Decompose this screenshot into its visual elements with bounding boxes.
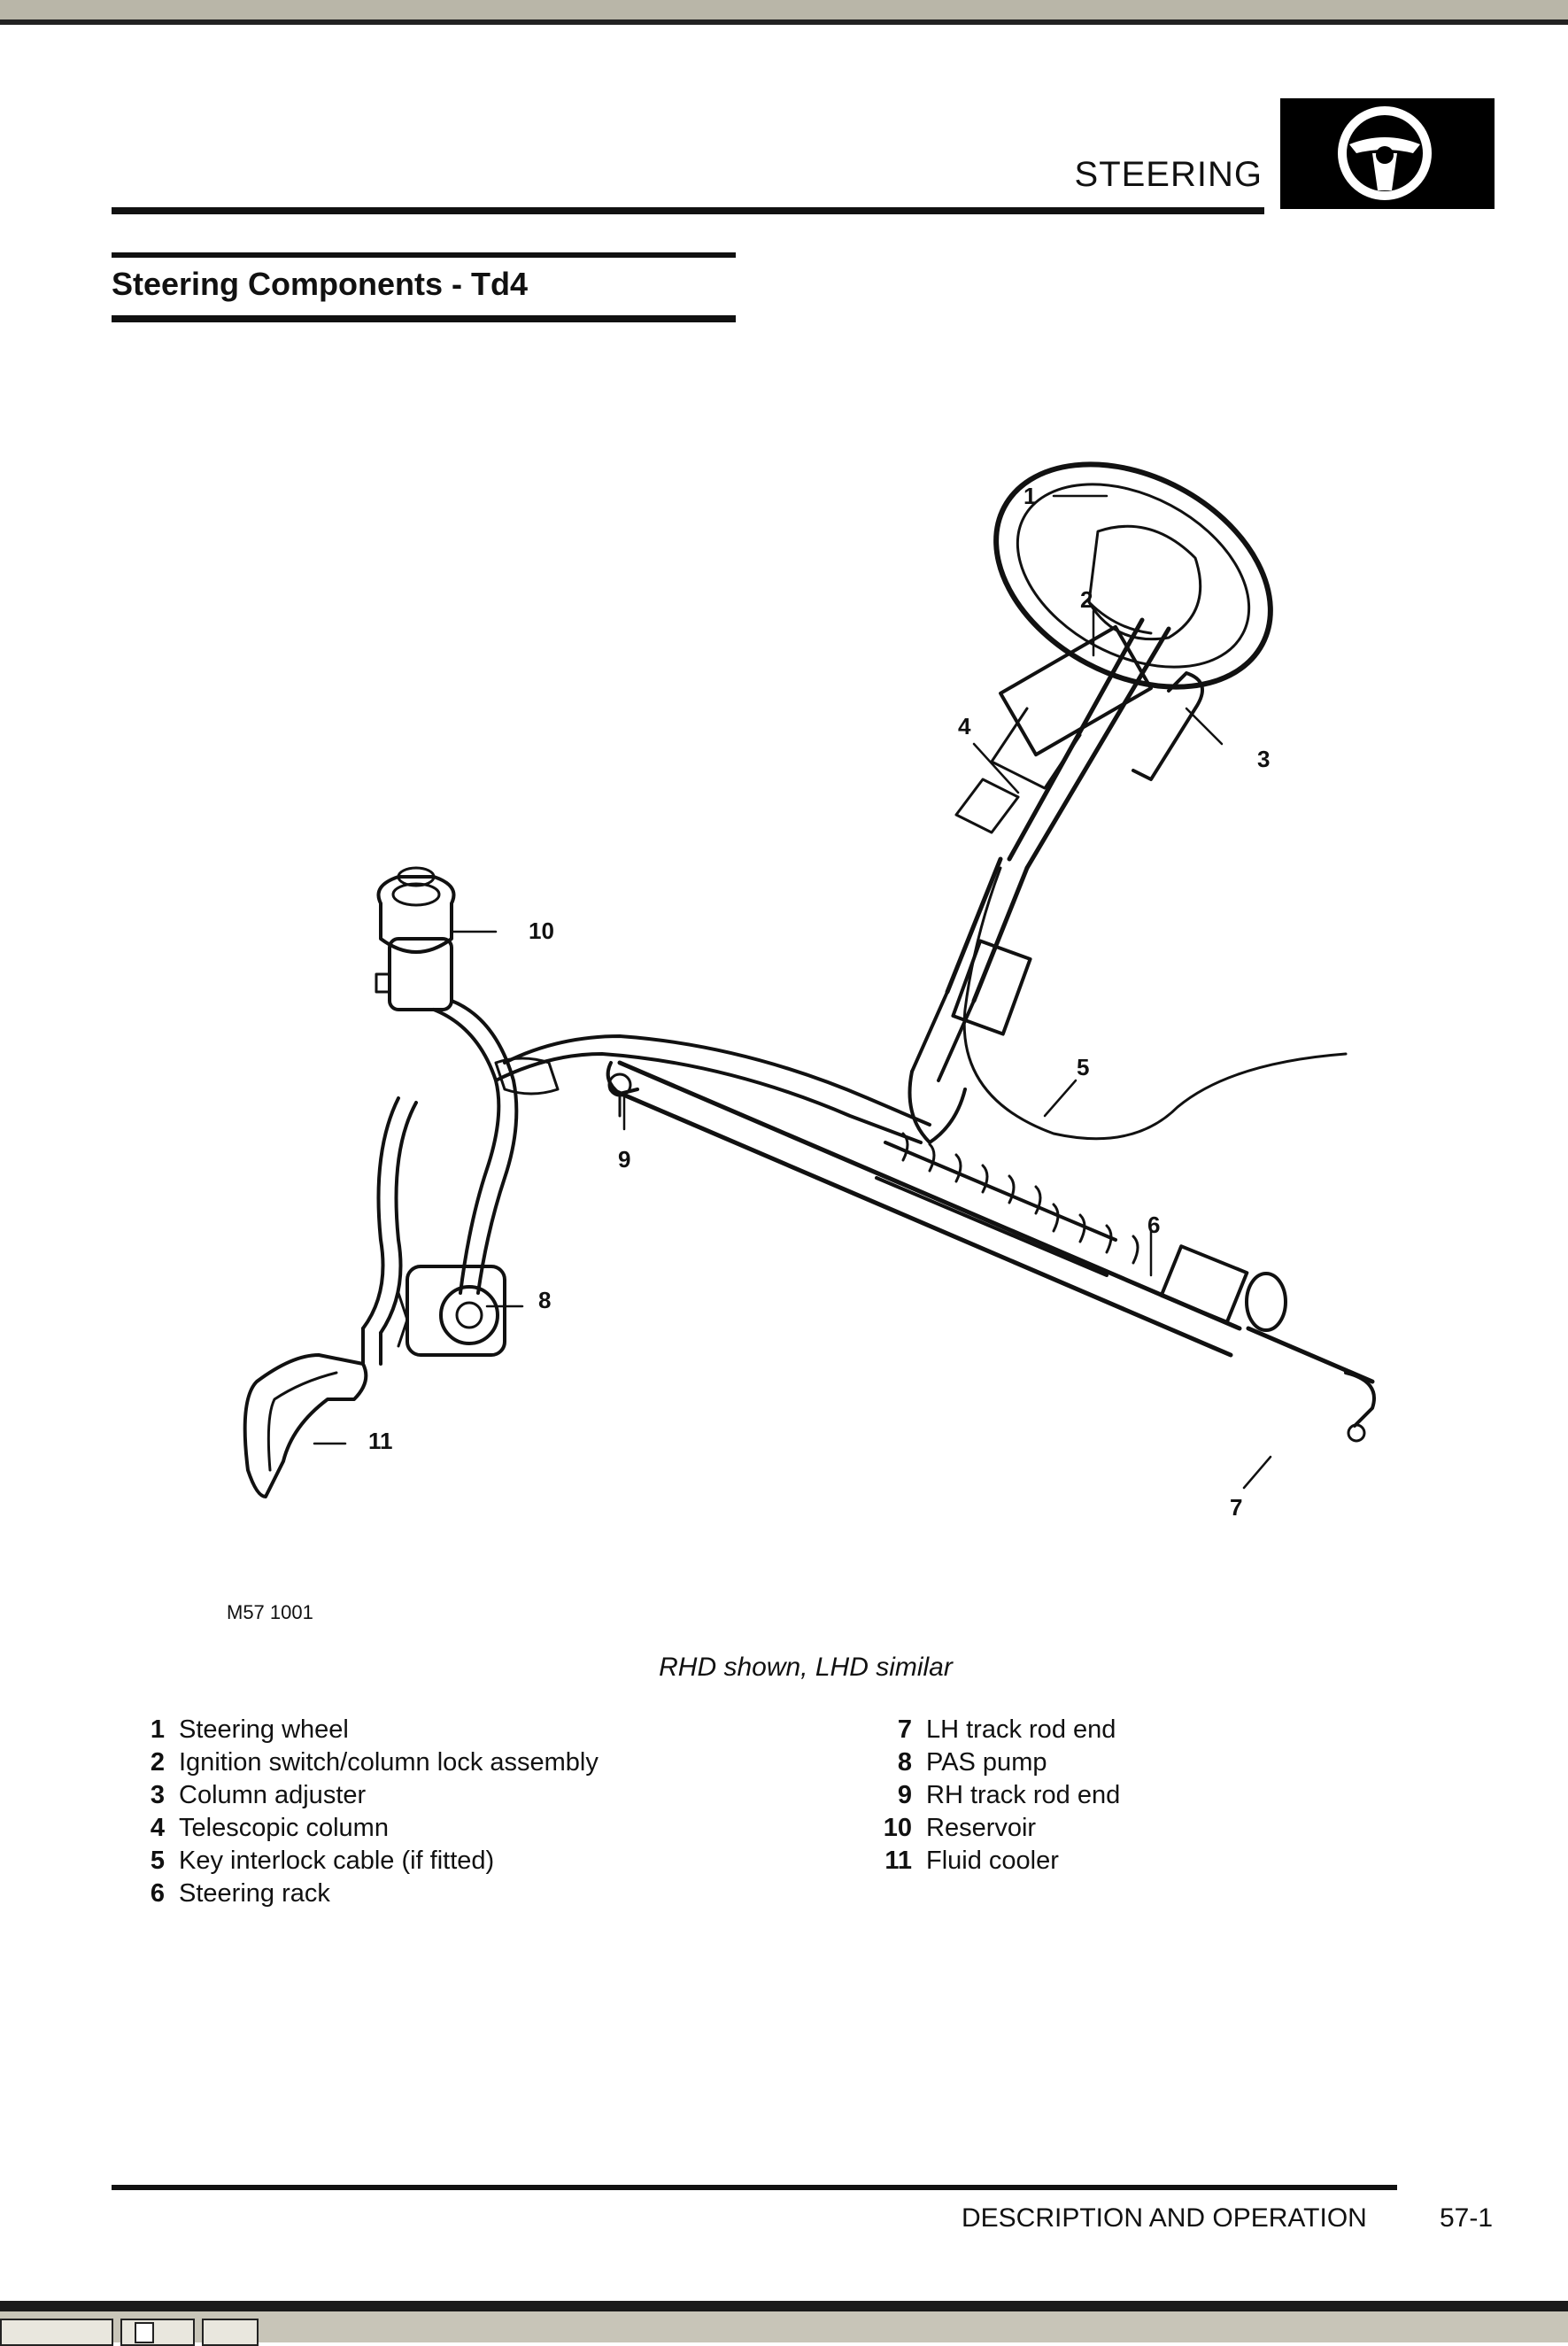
section-title: STEERING [1074, 155, 1263, 194]
footer-section: DESCRIPTION AND OPERATION [962, 2203, 1367, 2233]
subtitle-rule-top [112, 252, 736, 258]
viewer-top-bar [0, 0, 1568, 19]
callout-8: 8 [538, 1287, 552, 1313]
viewer-top-border [0, 19, 1568, 25]
page-subtitle: Steering Components - Td4 [112, 266, 529, 302]
callout-6: 6 [1147, 1212, 1161, 1238]
steering-wheel-drawing [993, 461, 1273, 690]
footer-rule [112, 2185, 1397, 2190]
steering-wheel-icon [1338, 106, 1432, 200]
callout-4: 4 [958, 713, 971, 739]
callout-3: 3 [1257, 746, 1271, 772]
steering-components-diagram [243, 461, 1376, 1498]
callout-9: 9 [618, 1146, 631, 1173]
steering-column-drawing [908, 617, 1204, 1144]
viewer-bottom-border [0, 2301, 1568, 2311]
callout-2: 2 [1080, 586, 1093, 613]
subtitle-rule-bottom [112, 315, 736, 322]
figure-code: M57 1001 [227, 1601, 313, 1623]
toolbar-button[interactable] [120, 2319, 195, 2346]
key-interlock-cable-drawing [962, 866, 1348, 1141]
callout-5: 5 [1077, 1054, 1090, 1080]
callout-7: 7 [1230, 1494, 1243, 1521]
figure-caption: RHD shown, LHD similar [659, 1653, 953, 1682]
reservoir-drawing [375, 866, 456, 1011]
callout-1: 1 [1023, 483, 1037, 509]
page-number: 57-1 [1440, 2203, 1494, 2233]
callout-11: 11 [368, 1428, 393, 1454]
header-rule [112, 207, 1264, 214]
fluid-cooler-drawing [243, 1327, 382, 1498]
toolbar-button[interactable] [202, 2319, 259, 2346]
callout-leaders [313, 494, 1272, 1490]
page-icon [135, 2322, 154, 2343]
pas-pump-drawing [397, 1265, 506, 1357]
section-badge [1280, 98, 1495, 209]
toolbar-button[interactable] [0, 2319, 113, 2346]
hoses-drawing [361, 999, 931, 1335]
steering-rack-drawing [606, 1060, 1376, 1443]
callout-10: 10 [529, 917, 554, 944]
